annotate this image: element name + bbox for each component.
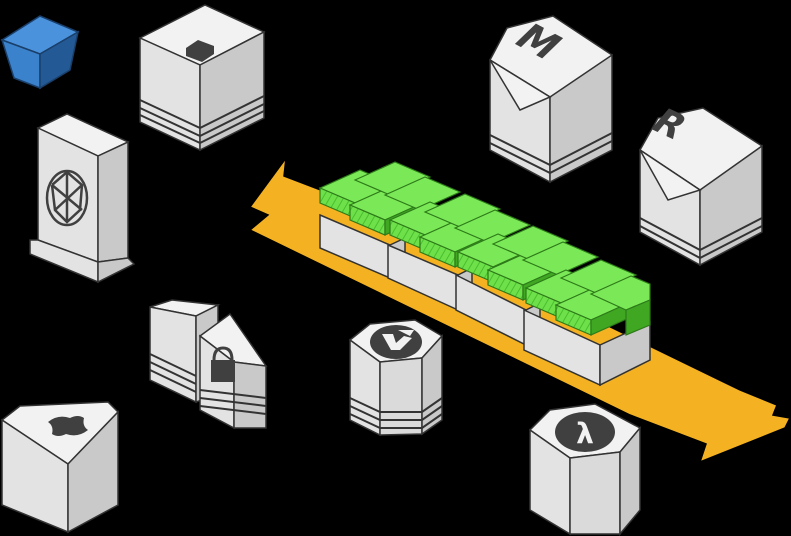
- chip-icon: [186, 40, 214, 62]
- kinesis-shard-stack: [318, 161, 651, 387]
- badge-icon: [48, 416, 88, 436]
- server-chip-block: [138, 4, 266, 152]
- database-arrows-icon: [370, 325, 422, 359]
- green-packets: [318, 161, 651, 336]
- lock-icon: [211, 346, 235, 382]
- globe-server-block: [29, 113, 136, 284]
- lock-server-block: [149, 299, 268, 430]
- svg-text:λ: λ: [576, 417, 594, 450]
- badge-server-block: [0, 401, 120, 534]
- database-block: [348, 319, 444, 437]
- globe-icon: [45, 169, 89, 227]
- mapreduce-block: M: [489, 15, 613, 184]
- lambda-block: λ: [528, 403, 642, 536]
- lambda-icon: λ: [555, 412, 615, 452]
- redshift-block: R: [639, 101, 764, 267]
- shard-base-4: [523, 308, 651, 387]
- bucket-icon: [0, 15, 80, 90]
